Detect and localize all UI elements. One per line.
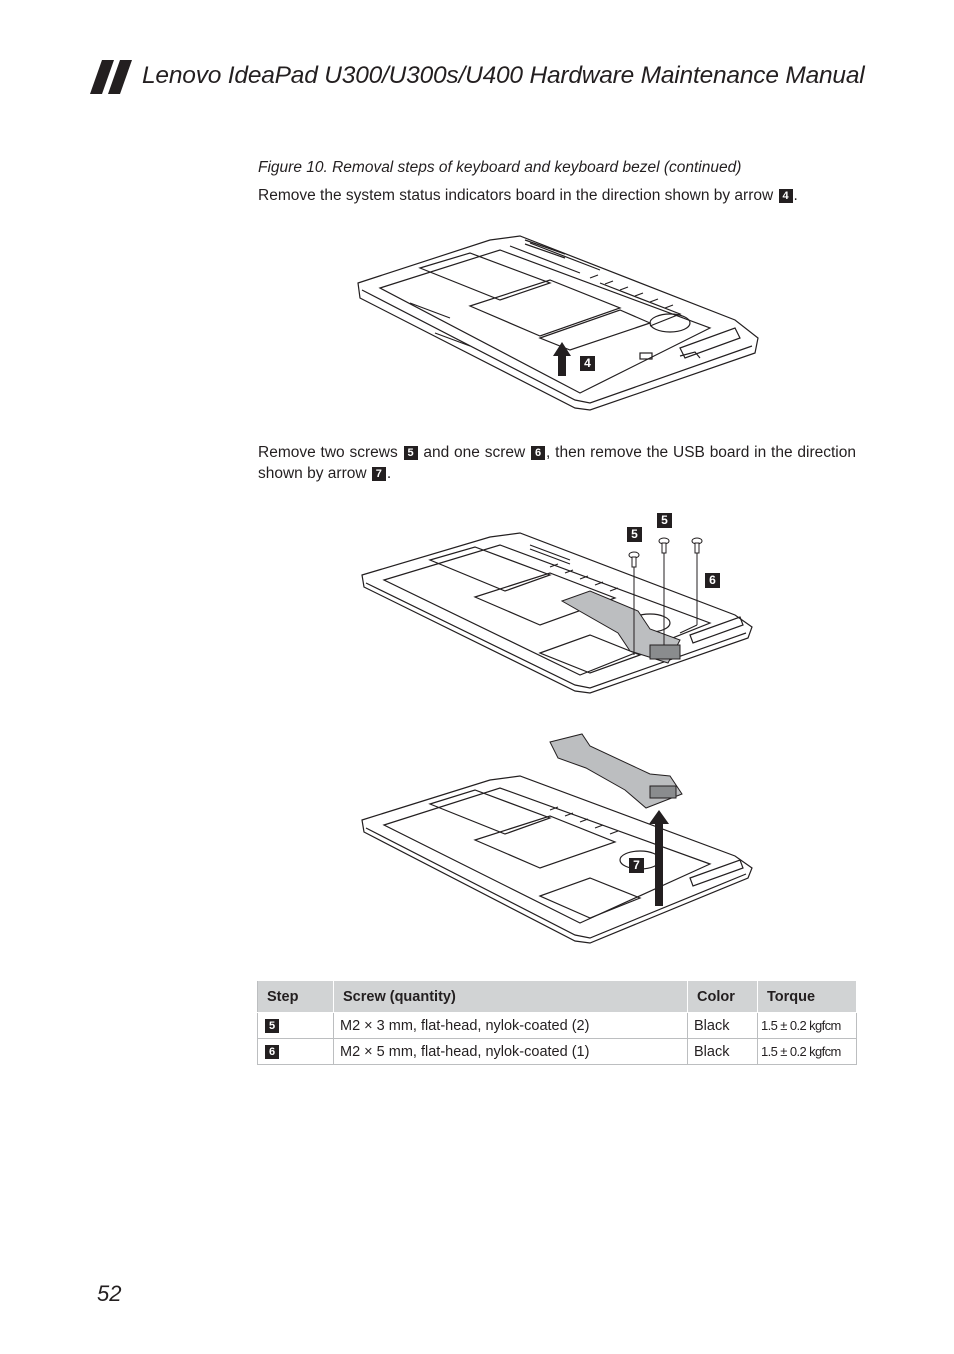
column-header-torque: Torque <box>757 980 857 1013</box>
column-header-screw: Screw (quantity) <box>333 980 688 1013</box>
column-header-color: Color <box>687 980 758 1013</box>
figure-badge-5a: 5 <box>627 527 642 542</box>
step-badge: 6 <box>265 1044 279 1059</box>
step-badge-7: 7 <box>371 467 386 481</box>
screw-cell: M2 × 5 mm, flat-head, nylok-coated (1) <box>333 1038 688 1065</box>
color-cell: Black <box>687 1012 758 1039</box>
table-row: 5 M2 × 3 mm, flat-head, nylok-coated (2)… <box>257 1012 857 1039</box>
instruction-text: Remove two screws <box>258 444 403 461</box>
step-badge-6: 6 <box>531 446 546 460</box>
laptop-base-illustration <box>357 235 759 411</box>
figure-status-board-removal: 4 <box>350 228 770 423</box>
table-row: 6 M2 × 5 mm, flat-head, nylok-coated (1)… <box>257 1038 857 1065</box>
torque-cell: 1.5 ± 0.2 kgfcm <box>757 1012 857 1039</box>
color-cell: Black <box>687 1038 758 1065</box>
figure-badge-7: 7 <box>629 858 644 873</box>
step-badge: 5 <box>265 1018 279 1033</box>
table-header-row: Step Screw (quantity) Color Torque <box>257 980 857 1013</box>
instruction-steps-5-7: Remove two screws 5 and one screw 6, the… <box>258 442 856 484</box>
column-header-step: Step <box>257 980 334 1013</box>
figure-caption: Figure 10. Removal steps of keyboard and… <box>258 159 742 176</box>
figure-badge-4: 4 <box>580 356 595 371</box>
step-badge-4: 4 <box>778 189 793 203</box>
instruction-text: Remove the system status indicators boar… <box>258 187 778 204</box>
figure-usb-board-removal: 7 <box>350 728 770 958</box>
figure-badge-6: 6 <box>705 573 720 588</box>
instruction-text: , then remove the USB board in the direc… <box>258 444 856 482</box>
laptop-base-screws-illustration <box>361 532 753 694</box>
instruction-text: and one screw <box>418 444 531 461</box>
figure-usb-board-screws: 5 5 6 <box>350 505 770 705</box>
page-number: 52 <box>97 1281 122 1306</box>
manual-title: Lenovo IdeaPad U300/U300s/U400 Hardware … <box>142 62 865 89</box>
step-badge-5: 5 <box>403 446 418 460</box>
lenovo-slash-logo-icon <box>90 60 132 94</box>
instruction-text: . <box>793 187 798 204</box>
torque-cell: 1.5 ± 0.2 kgfcm <box>757 1038 857 1065</box>
figure-badge-5b: 5 <box>657 513 672 528</box>
step-cell: 6 <box>257 1038 334 1065</box>
laptop-base-usb-lift-illustration <box>361 733 753 944</box>
screw-specification-table: Step Screw (quantity) Color Torque 5 M2 … <box>257 980 857 1065</box>
screw-cell: M2 × 3 mm, flat-head, nylok-coated (2) <box>333 1012 688 1039</box>
instruction-text: . <box>386 465 392 482</box>
step-cell: 5 <box>257 1012 334 1039</box>
instruction-step-4: Remove the system status indicators boar… <box>258 185 798 206</box>
